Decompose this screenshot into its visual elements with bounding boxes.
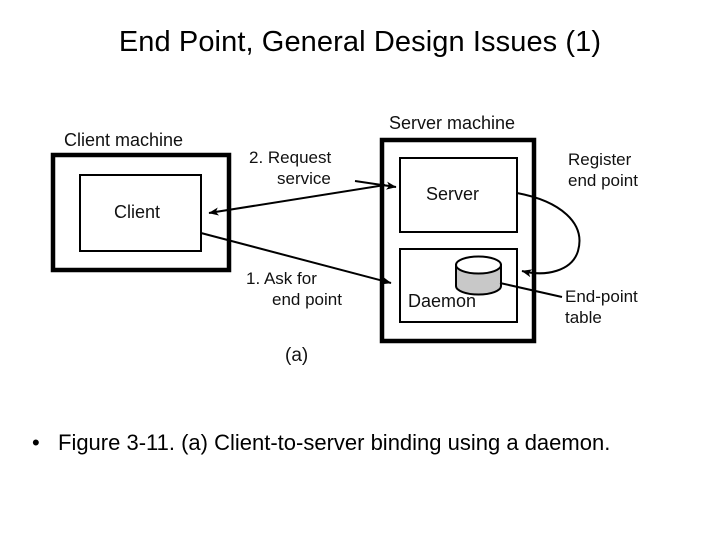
bullet-text: Figure 3-11. (a) Client-to-server bindin…: [58, 430, 611, 455]
arrow-register-endpoint: [516, 192, 581, 278]
step1-label-line1: 1. Ask for: [246, 269, 317, 288]
server-box: [399, 157, 518, 233]
bullet-marker: •: [32, 430, 40, 455]
client-label: Client: [114, 202, 161, 222]
step2-label-line1: 2. Request: [249, 148, 332, 167]
endpoint-table-label-line2: table: [565, 308, 602, 327]
server-machine-label: Server machine: [389, 113, 516, 133]
step2-label-line2: service: [277, 169, 331, 188]
page-title: End Point, General Design Issues (1): [118, 26, 602, 58]
arrow-request-service-to-client: [208, 184, 386, 216]
endpoint-table-label-line1: End-point: [565, 287, 638, 306]
slide-body-list: • Figure 3-11. (a) Client-to-server bind…: [24, 428, 634, 458]
client-box: [79, 174, 202, 252]
server-label: Server: [426, 184, 480, 204]
endpoint-table-cylinder-icon: [455, 255, 502, 296]
client-machine-label: Client machine: [64, 130, 184, 150]
figure-diagram: Client machine Client Server machine Ser…: [0, 105, 720, 395]
arrow-into-server: [354, 180, 397, 190]
list-item: • Figure 3-11. (a) Client-to-server bind…: [24, 428, 634, 458]
daemon-label: Daemon: [408, 291, 477, 311]
leader-line-endpoint-table: [499, 282, 563, 298]
figure-caption: (a): [285, 345, 309, 366]
register-endpoint-label-line2: end point: [568, 171, 638, 190]
step1-label-line2: end point: [272, 290, 342, 309]
register-endpoint-label-line1: Register: [568, 150, 632, 169]
arrow-ask-for-endpoint-to-daemon: [200, 232, 392, 285]
diagram-canvas: [50, 137, 581, 344]
